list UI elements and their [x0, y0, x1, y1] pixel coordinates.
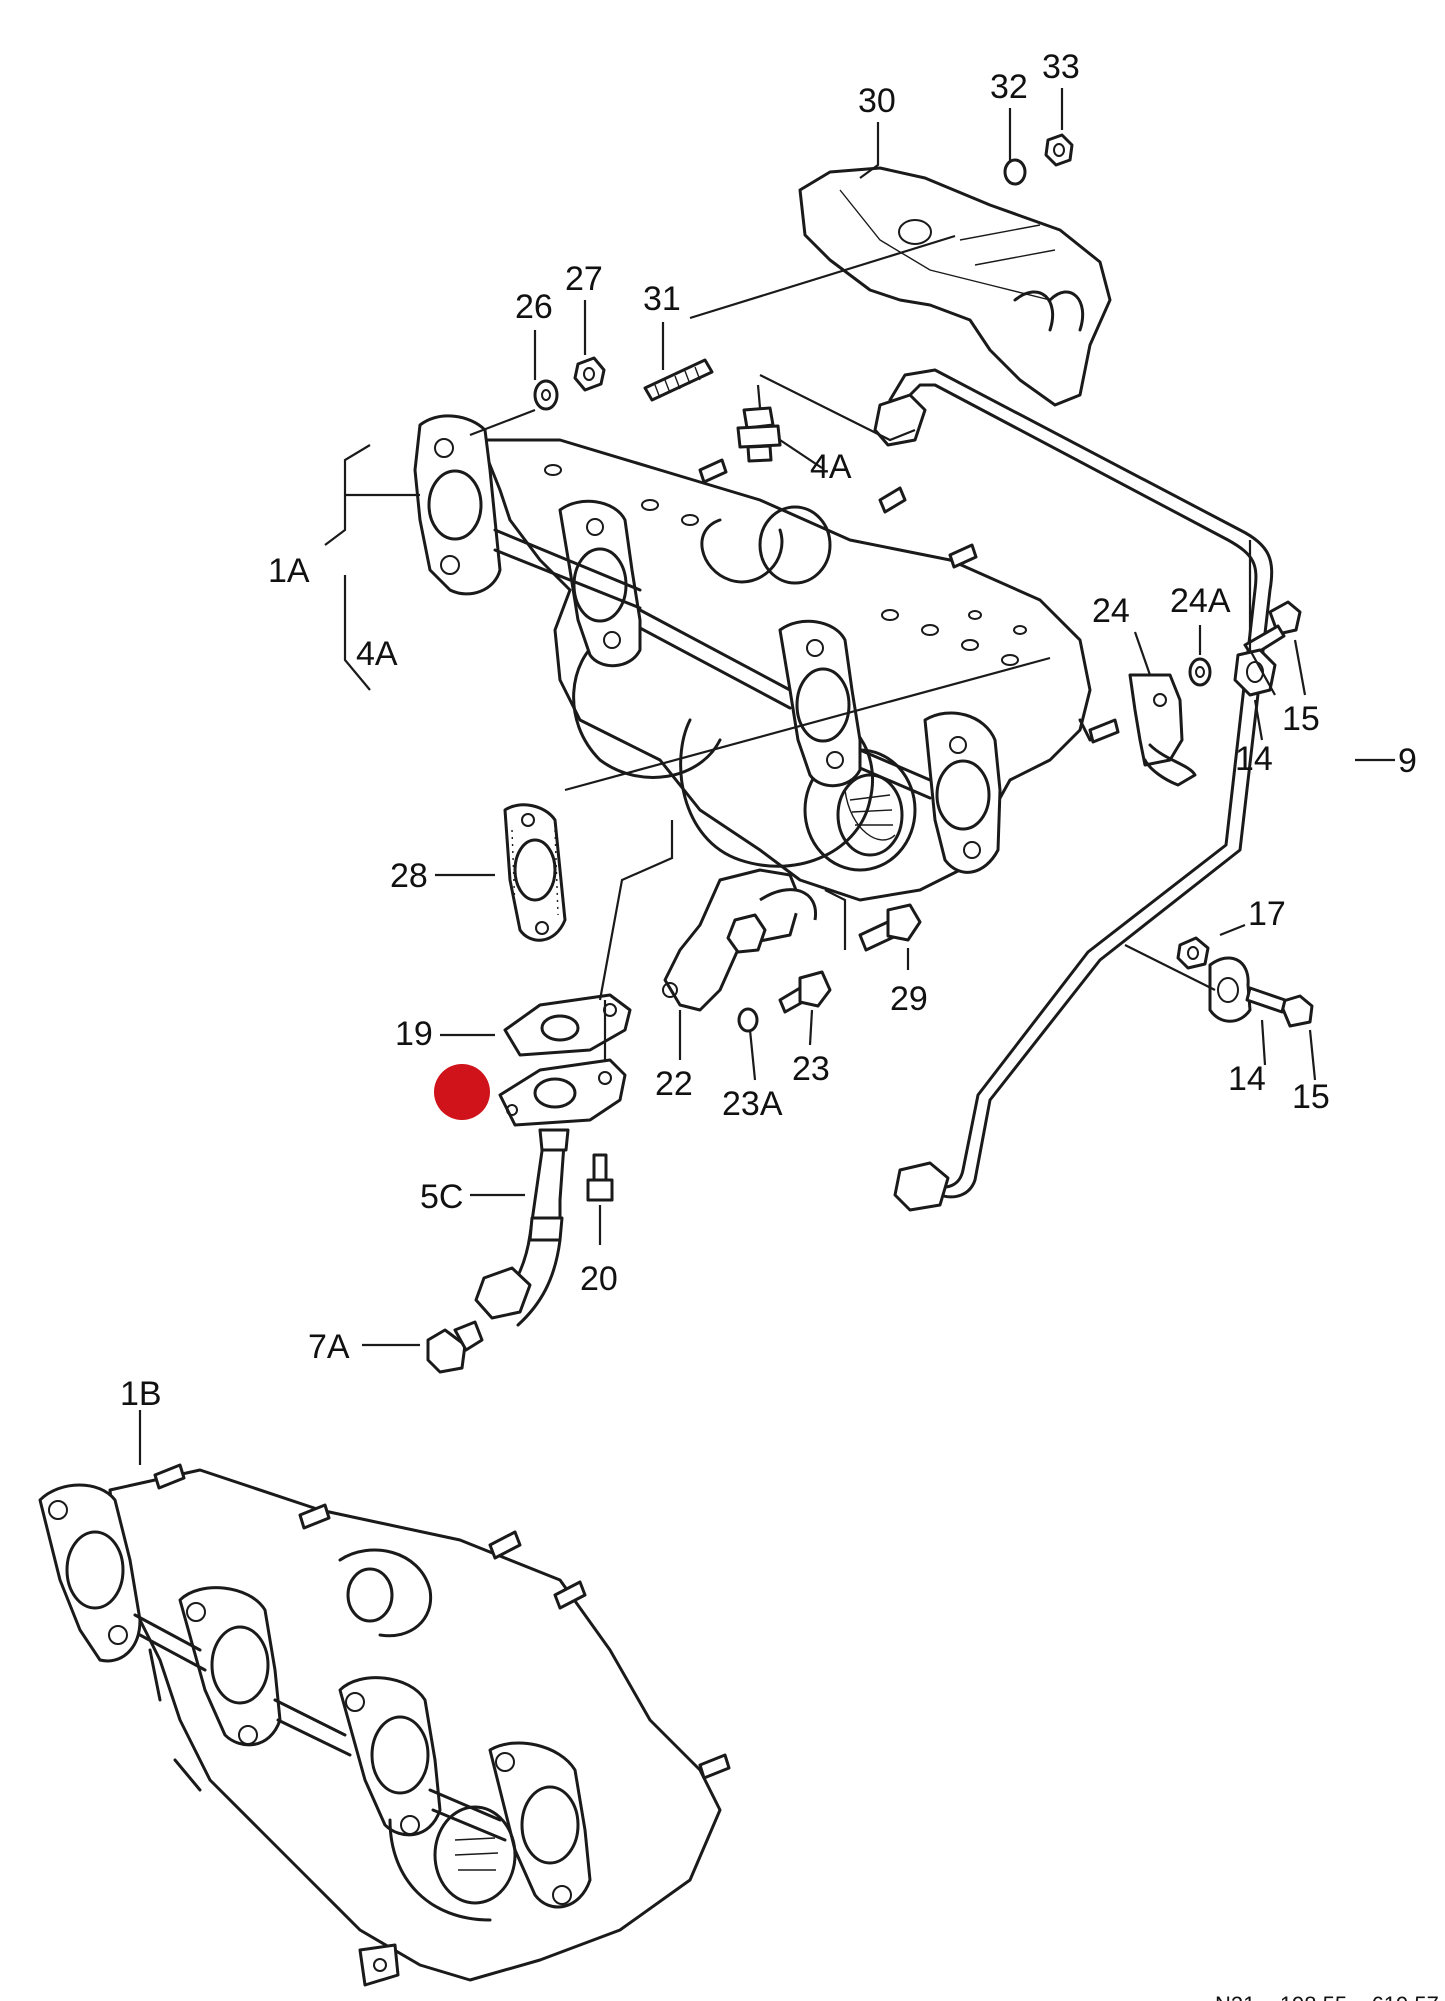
part-labels: 30 32 33 26 27 31 4A 1A 4A 24 24A 15 14 …	[120, 48, 1439, 2001]
label-5c: 5C	[420, 1178, 463, 1216]
label-1a: 1A	[268, 552, 310, 590]
label-1b: 1B	[120, 1375, 162, 1413]
union-fitting-4a[interactable]	[736, 406, 782, 463]
label-14-lower: 14	[1228, 1060, 1266, 1098]
bolt-29[interactable]	[858, 903, 922, 952]
oil-return-tube-9[interactable]	[873, 368, 1274, 1212]
label-7a: 7A	[308, 1328, 350, 1366]
label-19: 19	[395, 1015, 433, 1053]
label-28: 28	[390, 857, 428, 895]
heat-shield-30[interactable]	[798, 166, 1112, 407]
highlight-marker	[434, 1064, 490, 1120]
footer-code: N21 – 198 55 – 619 57	[1215, 1992, 1439, 2001]
label-26: 26	[515, 288, 553, 326]
gasket-28[interactable]	[503, 803, 567, 942]
bolt-20[interactable]	[586, 1153, 614, 1202]
label-22: 22	[655, 1065, 693, 1103]
label-31: 31	[643, 280, 681, 318]
label-27: 27	[565, 260, 603, 298]
label-15-upper: 15	[1282, 700, 1320, 738]
nut-33[interactable]	[1044, 133, 1074, 167]
bracket-22[interactable]	[662, 868, 817, 1012]
washer-26[interactable]	[533, 379, 559, 411]
label-30: 30	[858, 82, 896, 120]
gasket-19[interactable]	[503, 993, 632, 1057]
washer-32[interactable]	[1003, 158, 1027, 186]
oil-feed-line-5c[interactable]	[474, 1128, 570, 1327]
label-4a-left: 4A	[356, 635, 398, 673]
label-23: 23	[792, 1050, 830, 1088]
bolt-15-lower[interactable]	[1245, 986, 1314, 1028]
label-29: 29	[890, 980, 928, 1018]
label-9: 9	[1398, 742, 1417, 780]
clamp-14-lower[interactable]	[1208, 956, 1252, 1023]
flange-5c[interactable]	[498, 1058, 627, 1127]
nut-27[interactable]	[573, 356, 606, 392]
leader-lines	[138, 88, 1395, 1465]
label-24a: 24A	[1170, 582, 1231, 620]
bolt-23[interactable]	[778, 970, 832, 1014]
washer-24a[interactable]	[1188, 657, 1212, 687]
manifold-turbo-1b[interactable]	[38, 1463, 731, 1987]
label-4a-top: 4A	[810, 448, 852, 486]
label-33: 33	[1042, 48, 1080, 86]
label-15-lower: 15	[1292, 1078, 1330, 1116]
label-17: 17	[1248, 895, 1286, 933]
stud-31[interactable]	[643, 358, 714, 402]
manifold-turbo-1a[interactable]	[413, 414, 1120, 902]
washer-23a[interactable]	[737, 1007, 759, 1033]
union-fitting-7a[interactable]	[426, 1320, 484, 1374]
label-20: 20	[580, 1260, 618, 1298]
clamp-14-upper[interactable]	[1233, 648, 1277, 697]
nut-17[interactable]	[1176, 936, 1210, 970]
label-23a: 23A	[722, 1085, 783, 1123]
label-24: 24	[1092, 592, 1130, 630]
label-14-upper: 14	[1235, 740, 1273, 778]
label-32: 32	[990, 68, 1028, 106]
bracket-24[interactable]	[1128, 673, 1197, 787]
